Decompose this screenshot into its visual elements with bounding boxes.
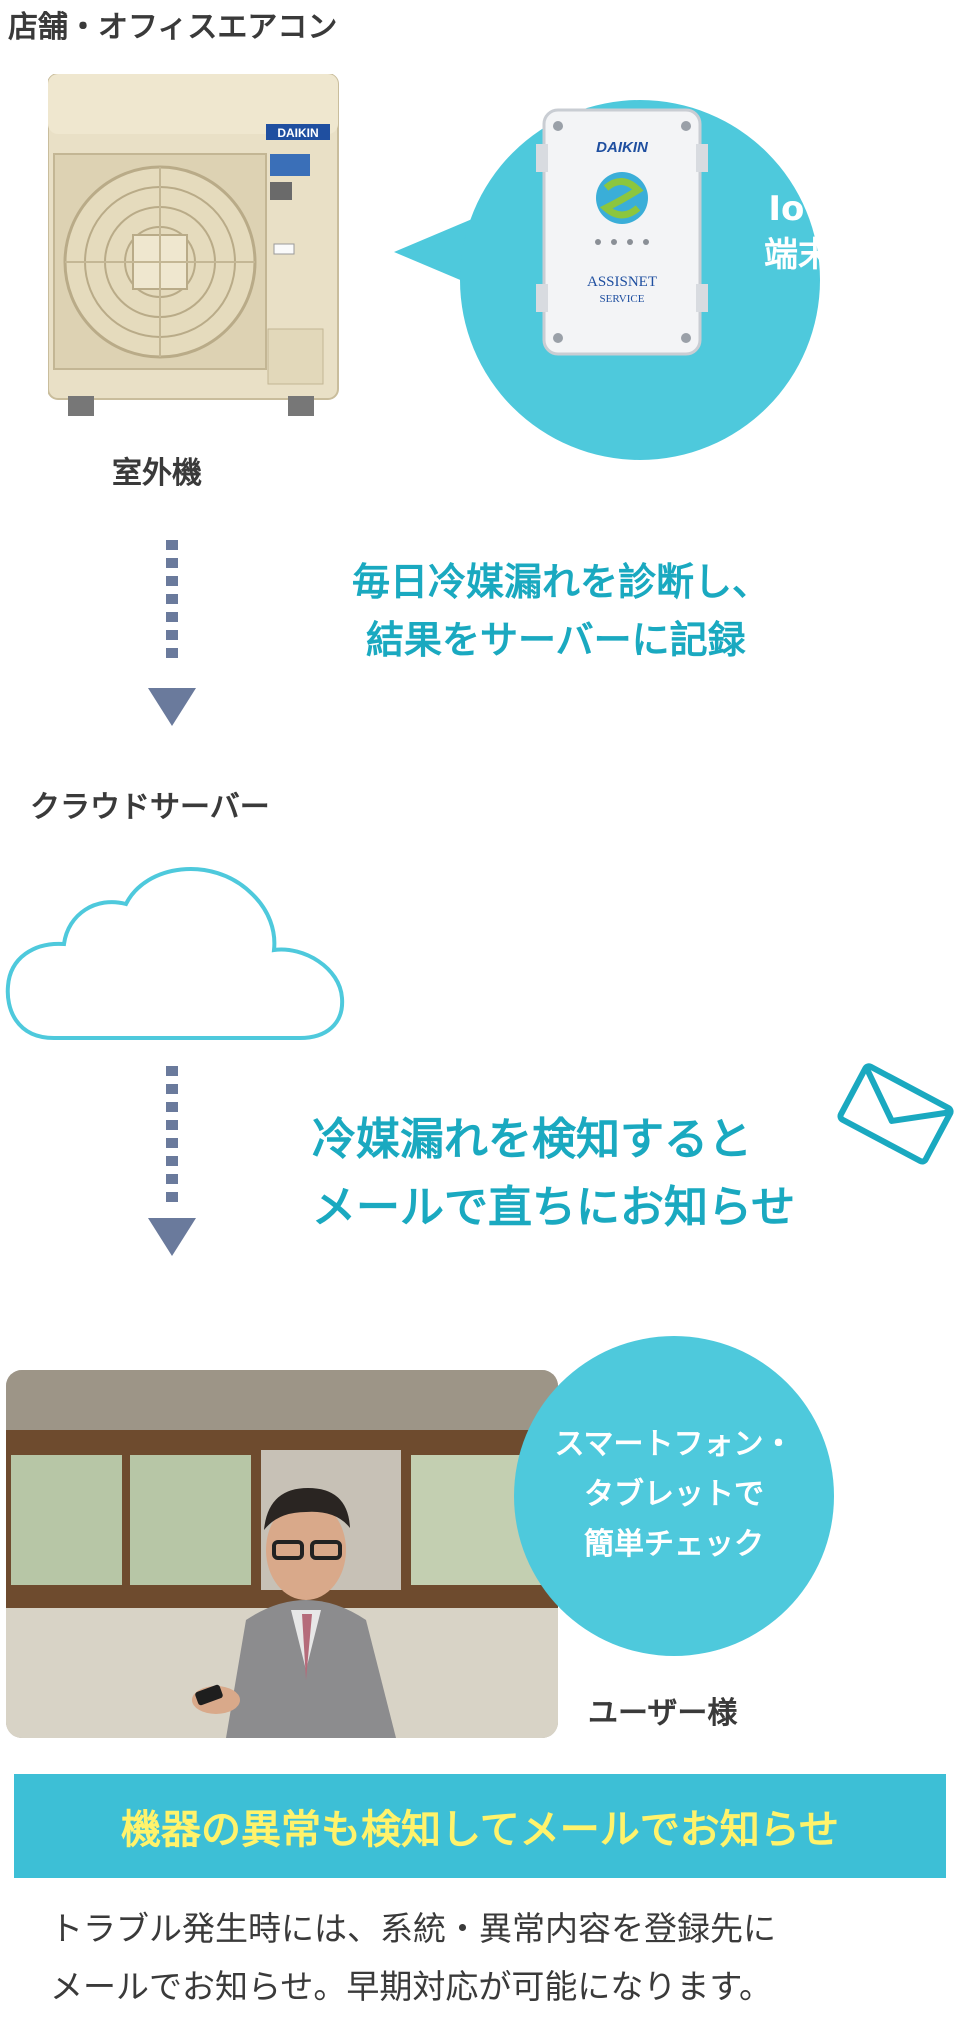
outdoor-unit-caption: 室外機 [112, 456, 202, 491]
step2-line2: メールで直ちにお知らせ [312, 1182, 796, 1233]
smartphone-bubble [514, 1336, 834, 1656]
dotted-arrow-shaft-2 [166, 1066, 178, 1206]
svg-text:DAIKIN: DAIKIN [277, 126, 318, 140]
user-label: ユーザー様 [588, 1696, 738, 1731]
user-photo [6, 1370, 558, 1738]
step1-line2: 結果をサーバーに記録 [366, 618, 746, 662]
step2-message: 冷媒漏れを検知すると メールで直ちにお知らせ [312, 1106, 892, 1242]
step1-message: 毎日冷媒漏れを診断し、 結果をサーバーに記録 [352, 553, 912, 669]
svg-text:DAIKIN: DAIKIN [596, 139, 649, 156]
user-photo-illustration [6, 1370, 558, 1738]
arrow-down-icon [148, 688, 196, 726]
mail-icon [837, 1063, 954, 1165]
iot-device-icon: DAIKIN ASSISNET SERVICE [536, 108, 708, 356]
page-title: 店舗・オフィスエアコン [8, 10, 338, 45]
description-line2: メールでお知らせ。早期対応が可能になります。 [50, 1967, 773, 2006]
iot-label-line2: 端末 [764, 235, 832, 275]
outdoor-unit-icon: DAIKIN [48, 74, 339, 416]
alert-banner: 機器の異常も検知してメールでお知らせ [14, 1774, 946, 1878]
description-line1: トラブル発生時には、系統・異常内容を登録先に [50, 1909, 776, 1948]
iot-label-line1: IoT [768, 189, 828, 229]
iot-label: IoT 端末 [738, 186, 858, 278]
dotted-arrow-shaft-1 [166, 540, 178, 662]
cloud-label: クラウドサーバー [30, 790, 270, 825]
smartphone-bubble-text: スマートフォン・ タブレットで 簡単チェック [514, 1420, 834, 1570]
step1-line1: 毎日冷媒漏れを診断し、 [352, 560, 771, 604]
smartphone-line3: 簡単チェック [584, 1527, 764, 1562]
description-text: トラブル発生時には、系統・異常内容を登録先に メールでお知らせ。早期対応が可能に… [50, 1900, 930, 2016]
svg-text:ASSISNET: ASSISNET [587, 274, 657, 290]
svg-text:SERVICE: SERVICE [600, 293, 645, 305]
alert-banner-text: 機器の異常も検知してメールでお知らせ [121, 1807, 839, 1853]
smartphone-line2: タブレットで [584, 1477, 764, 1512]
cloud-icon [5, 867, 345, 1040]
step2-line1: 冷媒漏れを検知すると [312, 1114, 752, 1165]
smartphone-line1: スマートフォン・ [554, 1427, 794, 1462]
arrow-down-icon [148, 1218, 196, 1256]
